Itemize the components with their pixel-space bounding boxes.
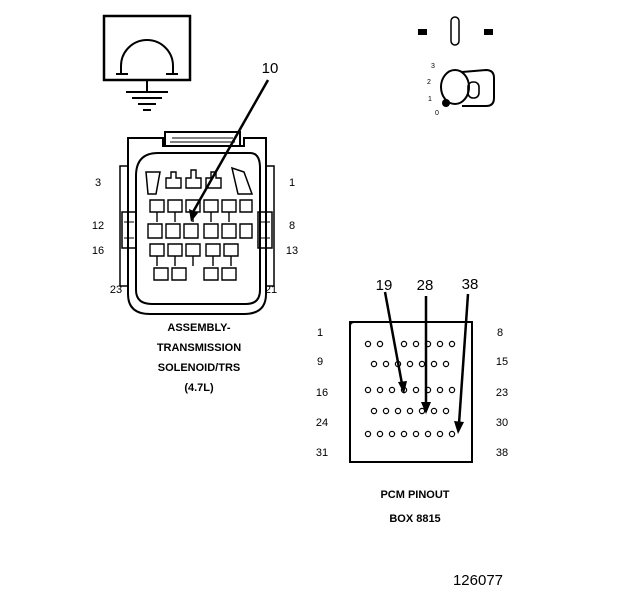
connector-pin-3: 3 bbox=[95, 177, 101, 189]
connector-pin-21: 21 bbox=[265, 284, 277, 296]
pcm-pin-hole bbox=[370, 360, 378, 368]
ignition-position-0: 0 bbox=[435, 110, 439, 117]
connector-pin-12: 12 bbox=[92, 220, 104, 232]
pcm-pin-15: 15 bbox=[496, 356, 508, 368]
callout-10: 10 bbox=[189, 60, 278, 222]
pcm-pin-hole bbox=[430, 407, 438, 415]
connector-pin-13: 13 bbox=[286, 245, 298, 257]
pcm-pin-hole bbox=[406, 360, 414, 368]
solenoid-connector bbox=[119, 131, 275, 315]
pcm-pin-hole bbox=[412, 386, 420, 394]
pcm-pin-hole bbox=[412, 340, 420, 348]
ground-symbol bbox=[102, 14, 192, 111]
pcm-pin-31: 31 bbox=[316, 447, 328, 459]
ignition-position-1: 1 bbox=[428, 96, 432, 103]
connector-pin-16: 16 bbox=[92, 245, 104, 257]
pcm-pin-holes bbox=[364, 340, 456, 438]
callout-38: 38 bbox=[454, 276, 478, 434]
callout-28-label: 28 bbox=[417, 277, 434, 294]
callout-38-label: 38 bbox=[462, 276, 479, 293]
pcm-pin-hole bbox=[376, 340, 384, 348]
pcm-caption-line-1: PCM PINOUT bbox=[380, 489, 449, 501]
pcm-caption-line-2: BOX 8815 bbox=[389, 513, 440, 525]
pcm-pin-hole bbox=[382, 360, 390, 368]
pcm-pin-hole bbox=[448, 386, 456, 394]
pcm-pin-hole bbox=[382, 407, 390, 415]
pcm-pin-hole bbox=[370, 407, 378, 415]
pcm-pin-hole bbox=[388, 386, 396, 394]
ignition-position-2: 2 bbox=[427, 79, 431, 86]
pcm-pin-hole bbox=[364, 386, 372, 394]
pcm-pin-23: 23 bbox=[496, 387, 508, 399]
callout-19: 19 bbox=[376, 277, 407, 394]
connector-caption-line-3: SOLENOID/TRS bbox=[158, 362, 241, 374]
pcm-pin-hole bbox=[394, 407, 402, 415]
pcm-pin-hole bbox=[436, 430, 444, 438]
pcm-pin-8: 8 bbox=[497, 327, 503, 339]
pcm-pin-24: 24 bbox=[316, 417, 328, 429]
connector-pin-1: 1 bbox=[289, 177, 295, 189]
connector-caption-line-1: ASSEMBLY- bbox=[167, 322, 231, 334]
pcm-pin-hole bbox=[418, 360, 426, 368]
callout-19-label: 19 bbox=[376, 277, 393, 294]
pcm-pin-hole bbox=[406, 407, 414, 415]
pcm-pin-16: 16 bbox=[316, 387, 328, 399]
ignition-position-3: 3 bbox=[431, 63, 435, 70]
pcm-pin-9: 9 bbox=[317, 356, 323, 368]
pcm-pin-hole bbox=[436, 340, 444, 348]
pcm-pin-hole bbox=[400, 430, 408, 438]
pcm-pin-hole bbox=[436, 386, 444, 394]
pcm-pin-hole bbox=[376, 430, 384, 438]
pcm-pin-hole bbox=[376, 386, 384, 394]
connector-caption-line-4: (4.7L) bbox=[184, 382, 214, 394]
pcm-pin-hole bbox=[388, 430, 396, 438]
connector-pin-23: 23 bbox=[110, 284, 122, 296]
pcm-connector bbox=[349, 321, 473, 463]
pcm-pin-hole bbox=[442, 407, 450, 415]
pcm-pin-hole bbox=[430, 360, 438, 368]
figure-number: 126077 bbox=[453, 572, 503, 589]
pcm-pin-hole bbox=[400, 340, 408, 348]
pcm-pin-30: 30 bbox=[496, 417, 508, 429]
pcm-pin-hole bbox=[448, 430, 456, 438]
pcm-pin-hole bbox=[448, 340, 456, 348]
pcm-pin-38: 38 bbox=[496, 447, 508, 459]
pcm-pin-hole bbox=[412, 430, 420, 438]
connector-caption-line-2: TRANSMISSION bbox=[157, 342, 241, 354]
callout-10-label: 10 bbox=[262, 60, 279, 77]
connector-pin-8: 8 bbox=[289, 220, 295, 232]
callout-28: 28 bbox=[417, 277, 434, 414]
pcm-pin-hole bbox=[424, 430, 432, 438]
pcm-pin-hole bbox=[364, 430, 372, 438]
ignition-key-icon: 3 2 1 0 bbox=[418, 16, 495, 117]
pcm-pin-hole bbox=[364, 340, 372, 348]
pcm-pin-1: 1 bbox=[317, 327, 323, 339]
pcm-pin-hole bbox=[418, 407, 426, 415]
pcm-pin-hole bbox=[442, 360, 450, 368]
